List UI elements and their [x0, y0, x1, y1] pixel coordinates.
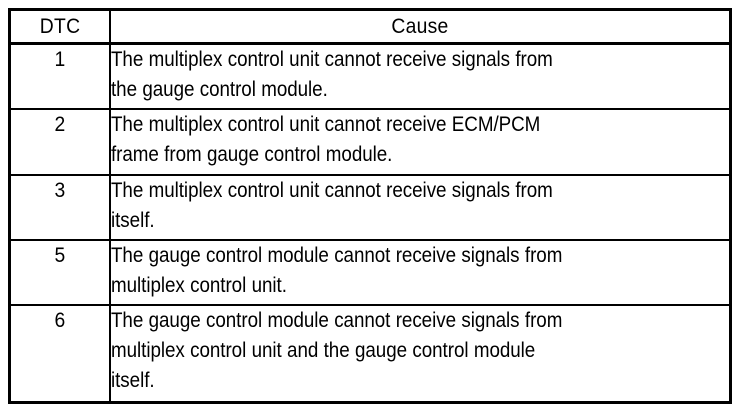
- cause-line: frame from gauge control module.: [111, 143, 393, 167]
- cell-dtc-code: 6: [11, 305, 111, 401]
- cause-text-block: The multiplex control unit cannot receiv…: [111, 110, 729, 170]
- cause-text-block: The multiplex control unit cannot receiv…: [111, 45, 729, 105]
- cause-line: The multiplex control unit cannot receiv…: [111, 178, 553, 202]
- cell-dtc-code: 3: [11, 174, 111, 241]
- table-header-row: DTC Cause: [11, 11, 729, 45]
- cell-dtc-code: 1: [11, 43, 111, 111]
- cause-text-block: The gauge control module cannot receive …: [111, 241, 729, 301]
- cause-line: multiplex control unit and the gauge con…: [111, 339, 536, 363]
- cell-cause-description: The gauge control module cannot receive …: [110, 305, 729, 401]
- cause-text-block: The gauge control module cannot receive …: [111, 306, 729, 396]
- cause-line: itself.: [111, 208, 155, 232]
- dtc-code-value: 2: [54, 113, 66, 137]
- table-row: 2 The multiplex control unit cannot rece…: [11, 109, 729, 176]
- dtc-code-value: 6: [54, 309, 66, 333]
- cell-cause-description: The multiplex control unit cannot receiv…: [110, 43, 729, 111]
- cell-cause-description: The multiplex control unit cannot receiv…: [110, 109, 729, 176]
- table-body: 1 The multiplex control unit cannot rece…: [11, 43, 729, 401]
- dtc-cause-table-frame: DTC Cause 1 The multiplex control unit c…: [8, 8, 732, 404]
- dtc-code-value: 5: [54, 243, 66, 267]
- table-header: DTC Cause: [11, 11, 729, 45]
- column-header-dtc: DTC: [14, 11, 107, 45]
- cause-line: multiplex control unit.: [111, 273, 287, 297]
- table-row: 1 The multiplex control unit cannot rece…: [11, 43, 729, 111]
- column-header-cause: Cause: [134, 11, 705, 45]
- cause-line: the gauge control module.: [111, 78, 328, 101]
- dtc-cause-table: DTC Cause 1 The multiplex control unit c…: [11, 11, 729, 401]
- cell-cause-description: The multiplex control unit cannot receiv…: [110, 174, 729, 241]
- cause-line: The gauge control module cannot receive …: [111, 243, 563, 267]
- cause-line: itself.: [111, 369, 155, 393]
- cell-cause-description: The gauge control module cannot receive …: [110, 239, 729, 307]
- cause-line: The multiplex control unit cannot receiv…: [111, 113, 541, 137]
- table-row: 6 The gauge control module cannot receiv…: [11, 305, 729, 401]
- cause-text-block: The multiplex control unit cannot receiv…: [111, 176, 729, 236]
- cell-dtc-code: 5: [11, 239, 111, 307]
- cause-line: The multiplex control unit cannot receiv…: [111, 48, 553, 71]
- table-row: 3 The multiplex control unit cannot rece…: [11, 174, 729, 241]
- dtc-code-value: 1: [54, 48, 66, 71]
- dtc-code-value: 3: [54, 178, 66, 202]
- table-row: 5 The gauge control module cannot receiv…: [11, 239, 729, 307]
- cell-dtc-code: 2: [11, 109, 111, 176]
- cause-line: The gauge control module cannot receive …: [111, 309, 563, 333]
